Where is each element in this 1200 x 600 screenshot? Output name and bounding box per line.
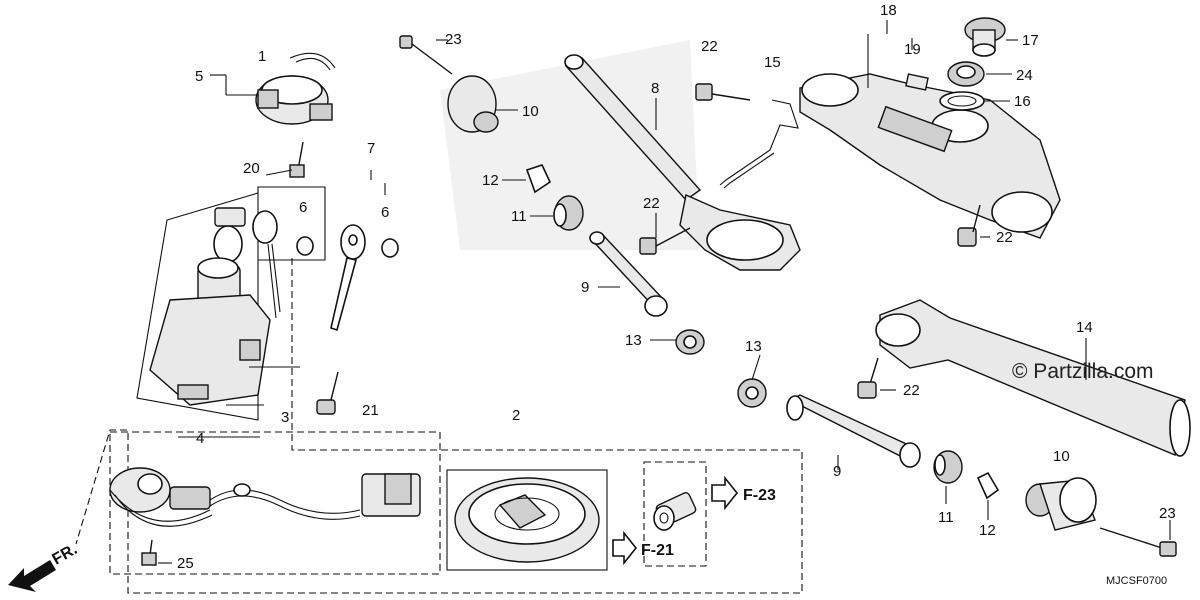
o-ring-6-b	[381, 238, 399, 258]
nut-13-top	[675, 329, 705, 355]
callout-6-left: 6	[299, 199, 307, 216]
callout-22-mid: 22	[643, 195, 660, 212]
callout-6-right: 6	[381, 204, 389, 221]
front-arrow-icon	[8, 560, 56, 592]
callout-14: 14	[1076, 319, 1093, 336]
ref-label-f21: F-21	[641, 542, 674, 559]
bolt-23-bottom	[1099, 527, 1177, 557]
callout-10-top: 10	[522, 103, 539, 120]
diagram-code: MJCSF0700	[1106, 575, 1167, 587]
callout-20: 20	[243, 160, 260, 177]
callout-15: 15	[764, 54, 781, 71]
ignition-switch	[149, 207, 281, 406]
lock-cylinder	[653, 492, 697, 531]
callout-22-right: 22	[903, 382, 920, 399]
left-handlebar	[564, 54, 801, 271]
bolt-20	[289, 141, 305, 178]
callout-13-bottom: 13	[745, 338, 762, 355]
weight-9-bottom	[786, 394, 921, 468]
clip-12-bottom	[976, 471, 1000, 500]
callout-17: 17	[1022, 32, 1039, 49]
washer-16	[939, 91, 985, 111]
callout-7: 7	[367, 140, 375, 157]
callout-13-top: 13	[625, 332, 642, 349]
callout-9-bottom: 9	[833, 463, 841, 480]
nut-24	[947, 61, 985, 87]
watermark-text: © Partzilla.com	[1012, 360, 1154, 383]
bolt-22-right	[857, 357, 879, 399]
key-blank	[330, 224, 366, 332]
callout-3: 3	[281, 409, 289, 426]
plate-19	[905, 73, 929, 91]
lock-group-outline	[643, 461, 707, 567]
retaining-ring	[289, 52, 336, 71]
bolt-22-mid	[639, 227, 691, 255]
bolt-25	[141, 539, 157, 566]
callout-19: 19	[904, 41, 921, 58]
callout-8: 8	[651, 80, 659, 97]
callout-12-bottom: 12	[979, 522, 996, 539]
callout-24: 24	[1016, 67, 1033, 84]
callout-4: 4	[196, 430, 204, 447]
bolt-21	[316, 371, 339, 415]
bar-end-weight-bottom	[1025, 477, 1097, 531]
ref-arrow-f23	[711, 475, 739, 511]
bolt-22-clamp	[957, 204, 981, 247]
grommet-11-bottom	[933, 450, 963, 484]
callout-12-top: 12	[482, 172, 499, 189]
nut-13-bottom	[737, 378, 767, 408]
callout-5: 5	[195, 68, 203, 85]
callout-9-top: 9	[581, 279, 589, 296]
right-handlebar	[875, 299, 1191, 457]
ref-label-f23: F-23	[743, 487, 776, 504]
callout-23-top: 23	[445, 31, 462, 48]
shading-background	[440, 40, 700, 250]
front-arrow-label: FR.	[50, 541, 81, 569]
bolt-23-top	[399, 35, 453, 75]
lock-collar	[255, 75, 333, 125]
grommet-11-top	[553, 195, 584, 231]
cap-group-outline	[446, 469, 608, 571]
sensor-assembly	[109, 467, 421, 527]
ignition-group-outline	[136, 186, 326, 421]
ref-arrow-f21	[612, 530, 638, 566]
callout-23-bottom: 23	[1159, 505, 1176, 522]
weight-9-top	[589, 231, 668, 317]
leader-lines	[158, 20, 1171, 564]
bar-end-weight-top	[447, 75, 499, 133]
callout-18: 18	[880, 2, 897, 19]
callout-25: 25	[177, 555, 194, 572]
callout-11-bottom: 11	[938, 509, 954, 526]
top-bridge	[799, 73, 1061, 239]
bolt-22-upper	[695, 83, 751, 101]
callout-16: 16	[1014, 93, 1031, 110]
fuel-cap	[454, 477, 600, 563]
clip-12-top	[525, 164, 552, 194]
key-group-outline	[75, 258, 803, 594]
callout-10-bottom: 10	[1053, 448, 1070, 465]
callout-1: 1	[258, 48, 266, 65]
callout-2: 2	[512, 407, 520, 424]
sensor-group-outline	[109, 431, 441, 575]
callout-21: 21	[362, 402, 379, 419]
cap-17	[964, 17, 1006, 57]
o-ring-6-a	[296, 236, 314, 256]
cable-guide	[719, 99, 799, 189]
callout-22-upper: 22	[701, 38, 718, 55]
callout-22-clamp: 22	[996, 229, 1013, 246]
callout-11-top: 11	[511, 208, 527, 225]
